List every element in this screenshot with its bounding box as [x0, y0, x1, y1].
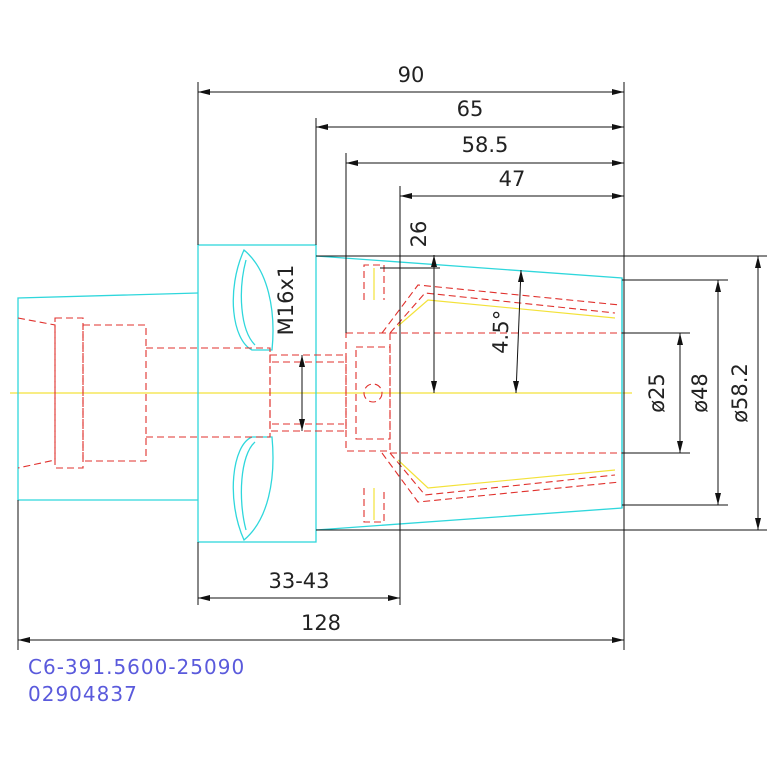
dia-25-label: ø25 [645, 373, 669, 413]
dim-58-5-label: 58.5 [462, 133, 509, 157]
collet-lines [373, 268, 616, 520]
dim-26-label: 26 [407, 221, 431, 248]
part-outline [17, 244, 623, 543]
dia-58-2-label: ø58.2 [728, 363, 752, 423]
dim-65-label: 65 [457, 97, 484, 121]
dim-47-label: 47 [499, 167, 526, 191]
thread-label: M16x1 [274, 265, 298, 336]
dim-90-label: 90 [398, 63, 425, 87]
dim-33-43-label: 33-43 [268, 569, 329, 593]
hidden-lines [17, 264, 622, 523]
dim-128-label: 128 [301, 611, 341, 635]
dia-48-label: ø48 [688, 373, 712, 413]
angle-label: 4.5° [488, 309, 514, 354]
part-code-line2: 02904837 [28, 682, 138, 706]
part-code-line1: C6-391.5600-25090 [28, 655, 245, 679]
dimension-lines [17, 82, 767, 650]
